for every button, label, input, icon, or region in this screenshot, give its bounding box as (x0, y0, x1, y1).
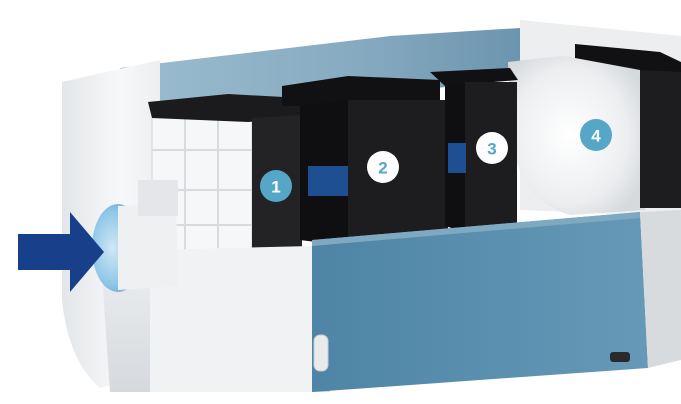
inlet-duct (118, 204, 178, 290)
filter-2-front (348, 100, 448, 246)
badge-stage-2: 2 (367, 151, 399, 183)
airflow-link-2-3 (448, 143, 466, 173)
housing-foot (610, 352, 630, 362)
badge-stage-4-label: 4 (591, 127, 601, 146)
badge-stage-4: 4 (580, 119, 612, 151)
badge-stage-3-label: 3 (487, 140, 496, 159)
badge-stage-1: 1 (260, 170, 292, 202)
badge-stage-3: 3 (476, 132, 508, 164)
front-latch (314, 335, 328, 371)
stage-2-filter (282, 76, 448, 246)
inlet-bracket (138, 180, 178, 216)
badge-stage-1-label: 1 (271, 178, 280, 197)
airflow-link-1-2 (308, 166, 348, 196)
badge-stage-2-label: 2 (378, 159, 387, 178)
rear-block-front (640, 70, 681, 208)
